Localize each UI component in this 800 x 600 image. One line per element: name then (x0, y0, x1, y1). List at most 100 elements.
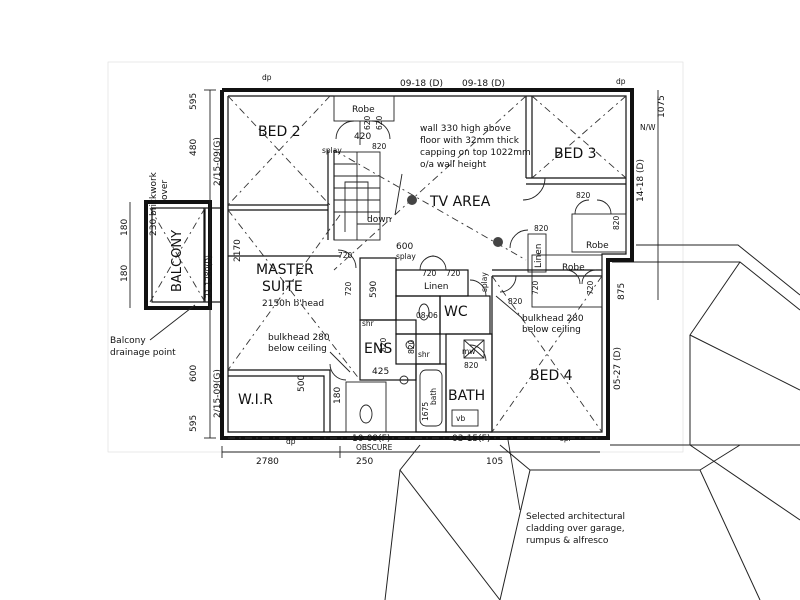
basin-icon (399, 375, 409, 385)
window-top-2: 09-18 (D) (462, 79, 505, 89)
note-wall-1: wall 330 high above (420, 124, 511, 134)
downlight-icon (407, 195, 417, 205)
note-bulkhead-left-1: bulkhead 280 (268, 333, 330, 343)
dim-820-d: 820 (508, 297, 523, 306)
room-master-suite-line2: SUITE (262, 279, 303, 295)
note-bulkhead-right-1: bulkhead 280 (522, 314, 584, 324)
label-mw: mw (462, 347, 475, 356)
dim-620-b: 620 (375, 115, 384, 130)
dim-420: 420 (354, 132, 371, 142)
room-bed-2: BED 2 (258, 124, 301, 140)
shower-icon (463, 339, 485, 359)
dim-720-a: 720 (338, 251, 353, 260)
dimension-lines (129, 89, 659, 458)
note-bulkhead-left-2: below ceiling (268, 344, 327, 354)
bathtub-icon (419, 369, 443, 427)
room-tv-area: TV AREA (429, 194, 491, 210)
note-brickwork-1: 230 brickwork (149, 171, 159, 236)
vanity-icon (451, 409, 479, 427)
dim-720-c: 720 (422, 269, 437, 278)
label-dp-top-right: dp (616, 77, 626, 86)
toilet-icon (418, 303, 430, 321)
label-robe-bed4: Robe (562, 263, 585, 273)
note-cladding-2: cladding over garage, (526, 524, 625, 534)
dim-425: 425 (372, 367, 389, 377)
label-splay-1: splay (322, 146, 342, 155)
note-bulkhead-right-2: below ceiling (522, 325, 581, 335)
room-wc: WC (444, 304, 468, 320)
dim-720-b: 720 (344, 281, 353, 296)
label-nw: N/W (640, 123, 656, 132)
dim-820-c: 820 (612, 215, 621, 230)
note-balcony-drain-2: drainage point (110, 348, 176, 358)
label-head-height: 2150h b'head (262, 299, 324, 309)
note-wall-4: o/a wall height (420, 160, 487, 170)
note-wall-3: capping on top 1022mm (420, 148, 531, 158)
window-ens: 08-06 (416, 311, 438, 320)
dim-720-e: 720 (586, 280, 595, 295)
room-bed-3: BED 3 (554, 146, 597, 162)
label-splay-3: splay (480, 272, 489, 292)
label-linen-hall: Linen (424, 282, 448, 292)
staircase (333, 151, 381, 241)
label-robe-bed3: Robe (586, 241, 609, 251)
dim-480: 480 (189, 139, 199, 156)
leader-cladding (507, 439, 521, 511)
room-bath: BATH (448, 388, 485, 404)
dim-180-balcony-a: 180 (120, 219, 130, 236)
room-bed-4: BED 4 (530, 368, 573, 384)
dim-720-f: 720 (531, 280, 540, 295)
label-bath-fixture: bath (429, 388, 438, 405)
label-shower-1: shr (362, 319, 375, 328)
dim-820-g: 820 (576, 191, 591, 200)
roof-outline (384, 244, 800, 600)
leader-bulkhead-left (329, 351, 351, 373)
dim-1075: 1075 (657, 95, 667, 118)
label-linen-bed3: Linen (534, 244, 544, 268)
basin-icon (405, 340, 415, 350)
dim-600: 600 (396, 242, 413, 252)
label-robe-bed2: Robe (352, 105, 375, 115)
dim-875: 875 (617, 283, 627, 300)
dim-595-top: 595 (189, 93, 199, 110)
room-ens: ENS (364, 341, 392, 357)
fixtures (359, 173, 503, 427)
dim-180-wir: 180 (333, 387, 343, 404)
window-left-2: 2/15-09(G) (213, 369, 223, 418)
note-brickwork-2: over (160, 180, 170, 200)
note-cladding-1: Selected architectural (526, 512, 625, 522)
window-top-1: 09-18 (D) (400, 79, 443, 89)
leader-balcony (149, 304, 196, 341)
dim-820-a: 820 (372, 142, 387, 151)
window-bottom-2: 03-15(F) (452, 434, 490, 444)
dim-250: 250 (356, 457, 373, 467)
label-dp-top-left: dp (262, 73, 272, 82)
dim-595-bottom: 595 (189, 415, 199, 432)
label-spr: spr (560, 434, 573, 443)
label-vb: vb (456, 414, 465, 423)
window-bottom-1: 10-09(F) (352, 434, 390, 444)
window-left-1: 2/15-09(G) (213, 137, 223, 186)
dim-820-b: 820 (534, 224, 549, 233)
dim-2170: 2170 (233, 239, 243, 262)
dim-590: 590 (369, 281, 379, 298)
window-balcony: 21-1280(D) (204, 255, 213, 298)
note-wall-2: floor with 32mm thick (420, 136, 520, 146)
label-splay-2: splay (396, 252, 416, 261)
note-cladding-3: rumpus & alfresco (526, 536, 609, 546)
dim-620-a: 620 (363, 115, 372, 130)
leader-bulkhead-right (495, 295, 523, 319)
dim-720-d: 720 (446, 269, 461, 278)
window-bed3: 14-18 (D) (636, 159, 646, 202)
dim-180-balcony-b: 180 (120, 265, 130, 282)
diagonal-dashes (149, 95, 627, 439)
dim-600-left: 600 (189, 365, 199, 382)
toilet-icon (359, 404, 373, 424)
dim-820-e: 820 (379, 337, 388, 352)
room-balcony: BALCONY (170, 230, 185, 292)
dim-820-f: 820 (407, 339, 416, 354)
label-bath-length: 1675 (421, 402, 430, 421)
dim-500: 500 (297, 375, 307, 392)
downlight-icon (493, 237, 503, 247)
